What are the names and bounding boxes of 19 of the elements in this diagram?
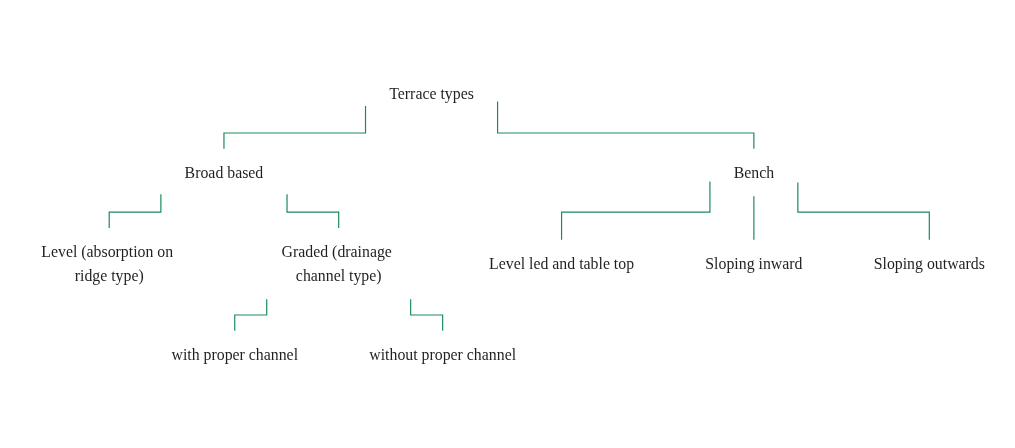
node-text: Level (absorption on ridge type) (41, 242, 174, 285)
connector (497, 100, 755, 150)
node-text: Broad based (184, 163, 264, 182)
node-text: Level led and table top (489, 254, 635, 273)
connector (797, 181, 930, 241)
node-text: Bench (733, 163, 775, 182)
connector (234, 298, 268, 332)
node-text: Terrace types (389, 84, 474, 103)
connector (286, 193, 340, 229)
connector (223, 105, 367, 150)
node-text: Sloping inward (705, 254, 803, 273)
connector (410, 298, 444, 332)
node-text: without proper channel (369, 345, 517, 364)
connector (560, 181, 711, 241)
connector (753, 195, 755, 241)
node-text: with proper channel (171, 345, 299, 364)
node-text: Sloping outwards (873, 254, 985, 273)
connector (108, 193, 162, 229)
node-text: Graded (drainage channel type) (281, 242, 392, 285)
